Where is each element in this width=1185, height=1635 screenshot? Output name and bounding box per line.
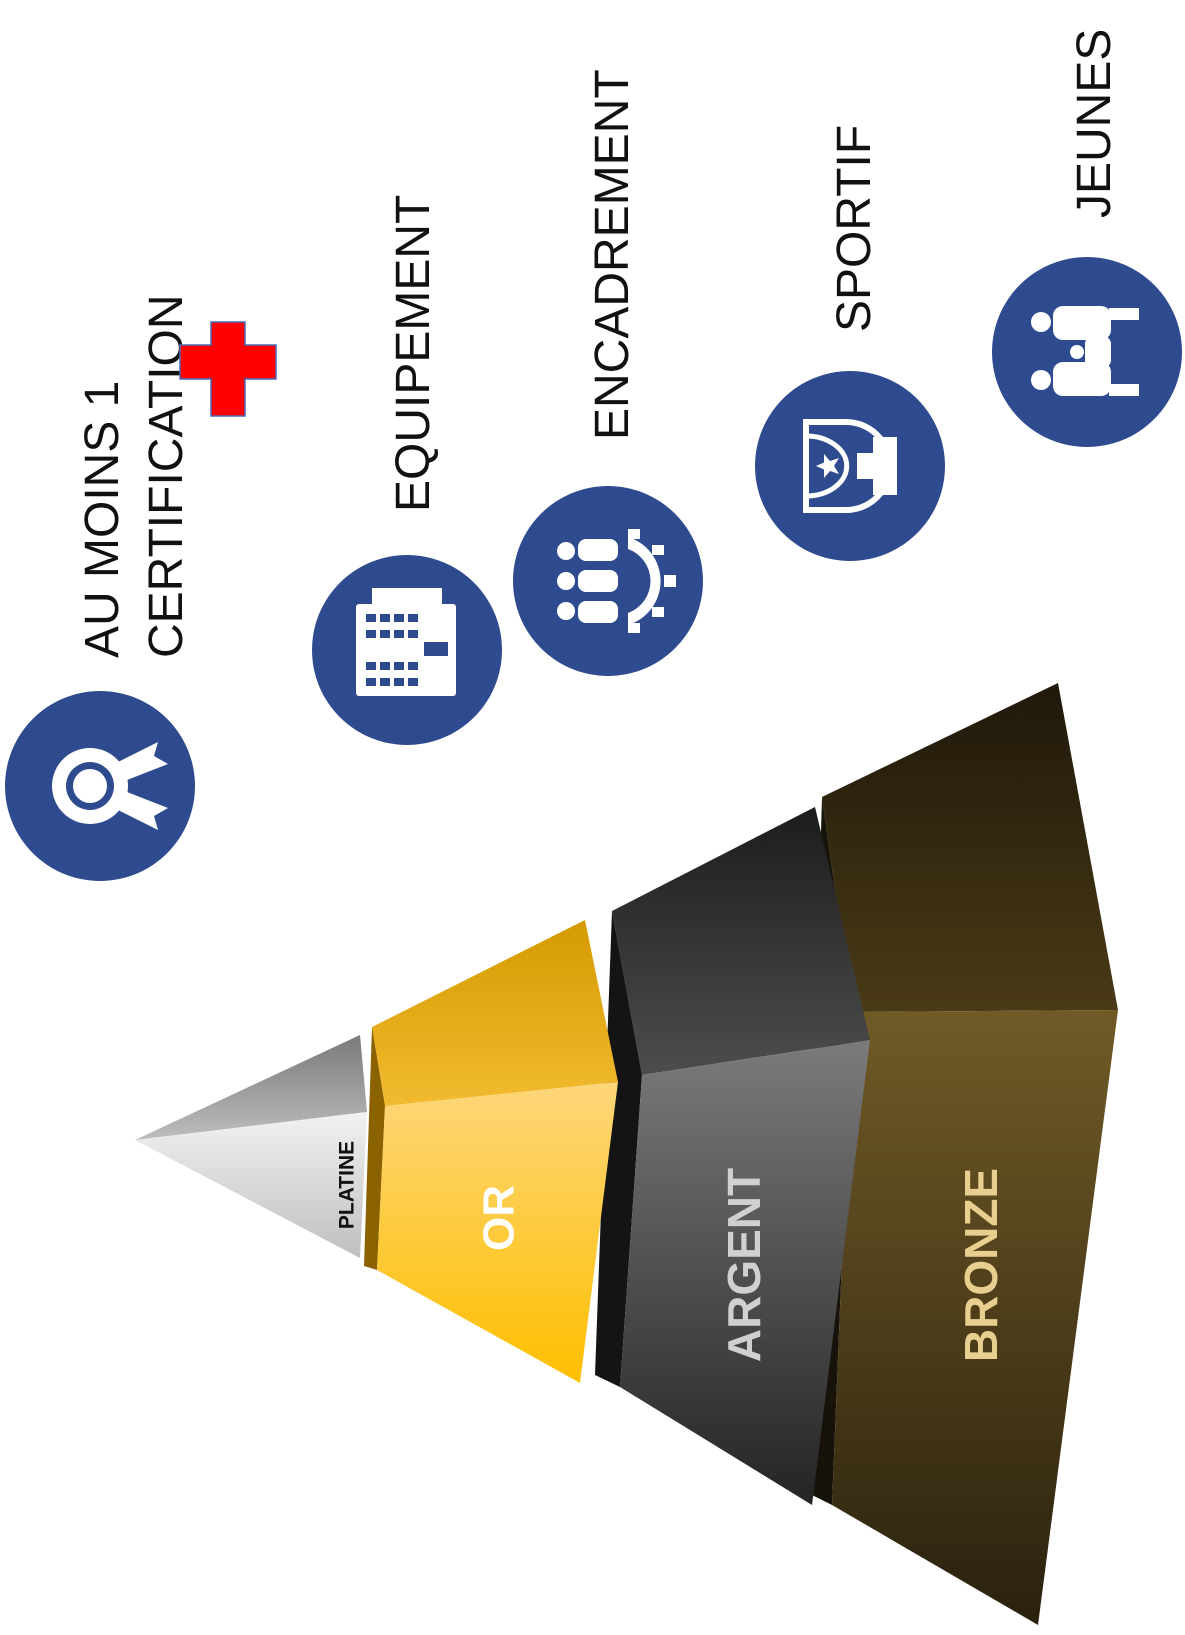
criterion-sportif: SPORTIF [755,125,945,561]
pyramid: BRONZE ARGENT OR PLATINE [135,683,1118,1625]
building-icon [312,555,502,745]
tier-label-argent: ARGENT [718,1168,770,1362]
criterion-label-jeunes: JEUNES [1068,29,1121,218]
tier-label-or: OR [475,1185,524,1251]
red-cross-icon [179,321,277,417]
criterion-equipement: EQUIPEMENT [312,195,502,745]
criterion-jeunes: JEUNES [992,29,1182,447]
trophy-icon [755,371,945,561]
tier-label-platine: PLATINE [336,1141,359,1229]
criterion-label-certification-line1: AU MOINS 1 [76,381,129,658]
criterion-certification: AU MOINS 1 CERTIFICATION [5,294,277,881]
family-icon [992,257,1182,447]
criterion-label-encadrement: ENCADREMENT [586,69,639,440]
criterion-encadrement: ENCADREMENT [513,69,703,676]
criterion-label-equipement: EQUIPEMENT [387,195,440,512]
team-gear-icon [513,486,703,676]
tier-or: OR [364,920,618,1383]
tier-label-bronze: BRONZE [955,1168,1007,1362]
criterion-label-sportif: SPORTIF [828,125,881,332]
award-ribbon-icon [5,691,195,881]
tier-platine: PLATINE [135,1035,367,1258]
tier-argent: ARGENT [595,807,870,1505]
